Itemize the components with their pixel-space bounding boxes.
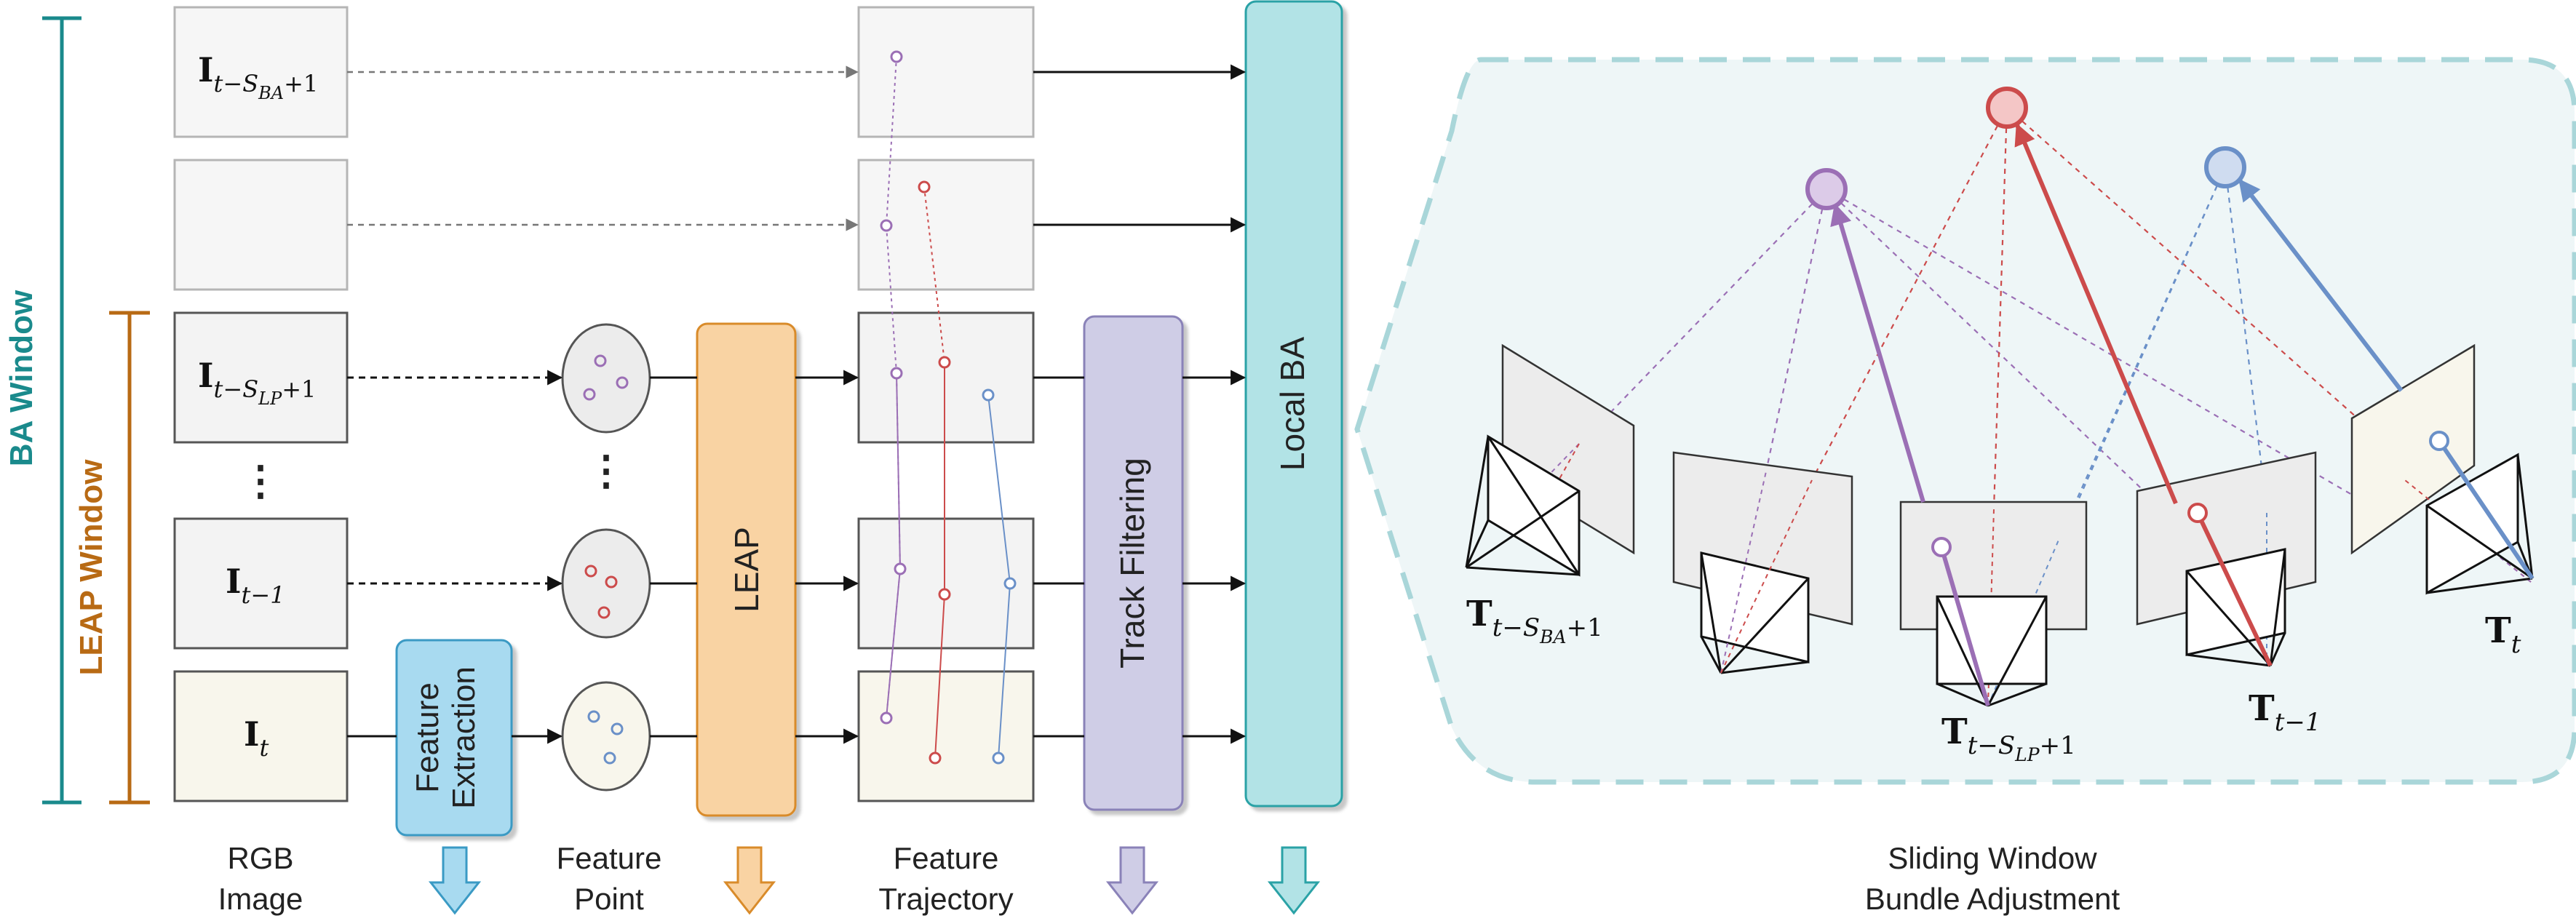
output-arrows — [428, 846, 1321, 915]
feature-extraction-line2: Extraction — [446, 666, 482, 809]
frame-box-1 — [173, 159, 349, 291]
camera-1 — [1672, 451, 1853, 674]
label-sliding-1: Sliding Window — [1888, 841, 2097, 875]
frame-label-4: It — [244, 714, 269, 762]
local-ba-block: Local BA — [1244, 0, 1343, 808]
label-rgb-1: RGB — [227, 841, 293, 875]
feature-point-dots: ⋮ — [586, 447, 627, 493]
track-filtering-block: Track Filtering — [1083, 315, 1184, 811]
camera-0 — [1465, 343, 1635, 577]
landmark-arrow-red — [2014, 123, 2178, 505]
camera-label-0: Tt−SBA+1 — [1466, 594, 1603, 647]
frame-label-3: It−1 — [226, 562, 285, 609]
connectors — [347, 64, 1247, 744]
camera-label-3: Tt−1 — [2249, 688, 2321, 737]
landmark-purple — [1805, 168, 1848, 210]
output-arrow-purple — [1105, 846, 1159, 915]
landmark-arrow-blue — [2238, 178, 2404, 392]
label-feature-trajectory-1: Feature — [894, 841, 999, 875]
sliding-window-panel: Tt−SBA+1 — [1354, 57, 2576, 785]
leap-window-label: LEAP Window — [73, 459, 109, 676]
frame-label-0: It−SBA+1 — [198, 50, 318, 103]
track-filtering-label: Track Filtering — [1113, 458, 1151, 669]
frame-dots: ⋮ — [240, 458, 281, 503]
camera-label-2: Tt−SLP+1 — [1941, 711, 2076, 765]
label-rgb-2: Image — [218, 882, 303, 916]
landmark-red — [1986, 87, 2028, 129]
frame-box-4 — [173, 670, 349, 802]
label-feature-point-2: Point — [574, 882, 644, 916]
bottom-labels: RGB Image Feature Point Feature Trajecto… — [218, 841, 2120, 916]
output-arrow-teal — [1267, 846, 1321, 915]
ba-window-bracket: BA Window — [4, 16, 82, 805]
leap-window-bracket: LEAP Window — [73, 311, 150, 805]
camera-2 — [1899, 501, 2088, 707]
label-sliding-2: Bundle Adjustment — [1865, 882, 2120, 916]
camera-4 — [2350, 343, 2535, 595]
feature-extraction-line1: Feature — [410, 682, 445, 793]
label-feature-point-1: Feature — [557, 841, 662, 875]
leap-block: LEAP — [696, 322, 797, 817]
label-feature-trajectory-2: Trajectory — [878, 882, 1013, 916]
feature-ellipse-top — [561, 323, 651, 434]
landmark-blue — [2204, 146, 2246, 188]
output-arrow-orange — [723, 846, 776, 915]
frame-label-2: It−SLP+1 — [198, 356, 316, 409]
output-arrow-blue — [428, 846, 482, 915]
feature-extraction-block: Feature Extraction — [395, 639, 513, 837]
leap-block-label: LEAP — [728, 527, 766, 613]
camera-label-4: Tt — [2485, 610, 2521, 659]
landmark-arrow-purple — [1830, 203, 1925, 503]
frame-box-0 — [173, 6, 349, 138]
feature-point-ellipses: ⋮ — [561, 323, 651, 792]
trajectory-boxes — [857, 6, 1035, 802]
frame-boxes: It−SBA+1 It−SLP+1 ⋮ It−1 It — [173, 6, 349, 802]
feature-ellipse-bottom — [561, 681, 651, 792]
ba-window-label: BA Window — [4, 290, 39, 466]
local-ba-label: Local BA — [1273, 337, 1311, 471]
camera-3 — [2136, 451, 2317, 667]
